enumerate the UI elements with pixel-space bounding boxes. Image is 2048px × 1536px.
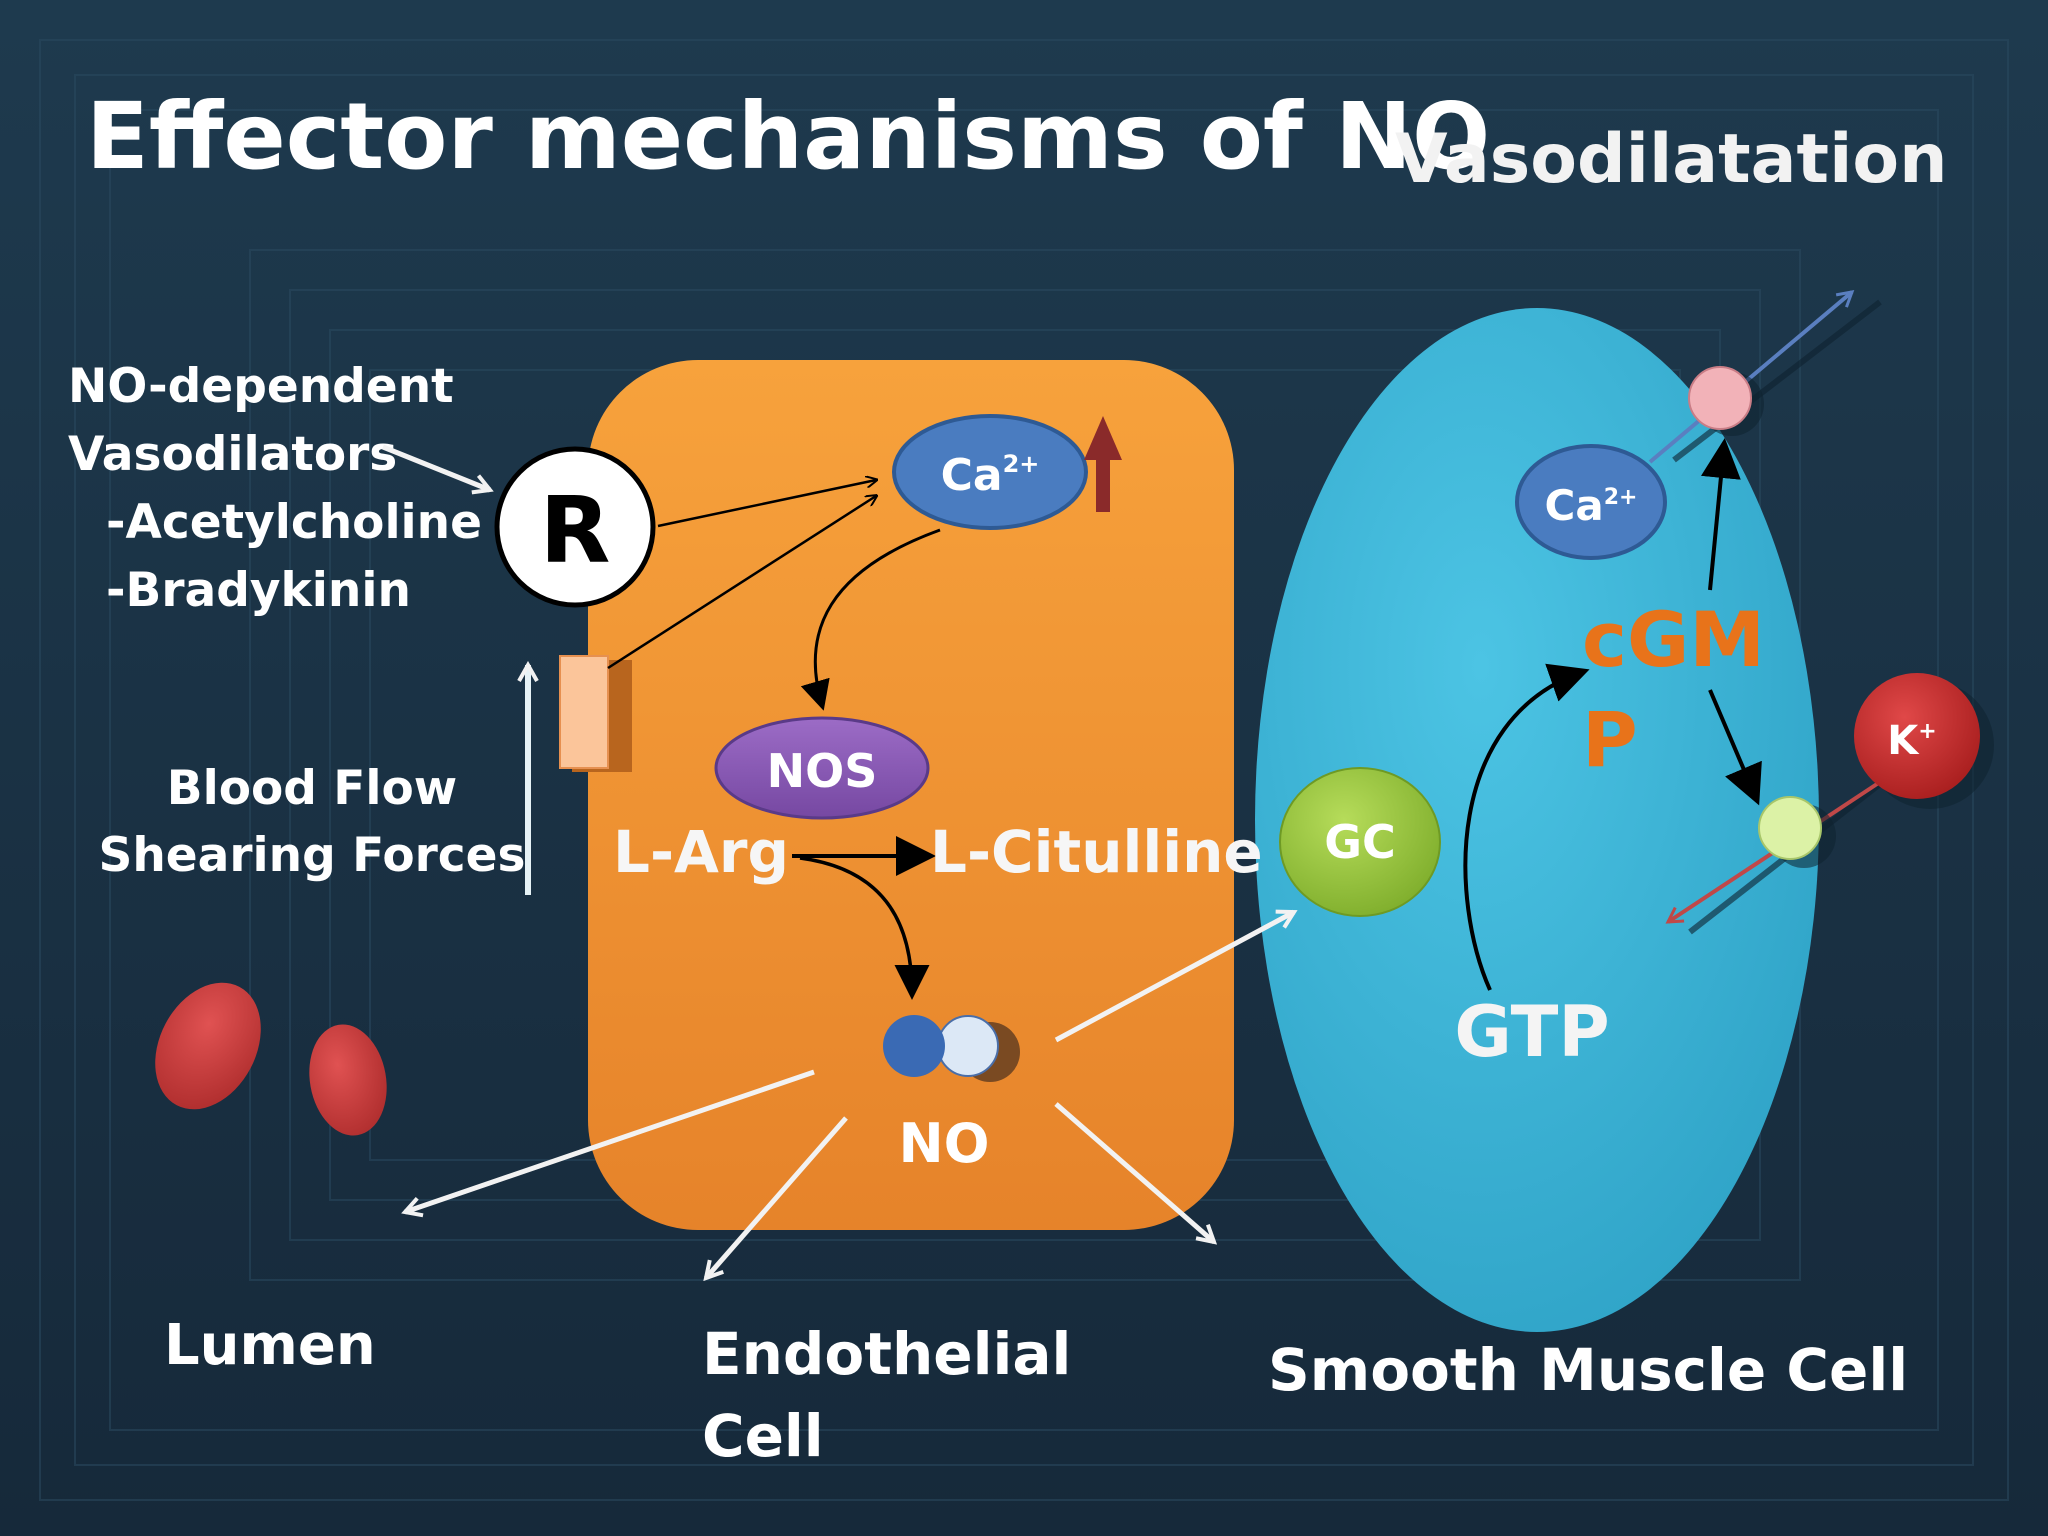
no-molecule-icon (883, 1015, 1020, 1082)
red-blood-cell-2 (309, 1024, 387, 1136)
vasodilator-to-receptor-arrow (382, 444, 490, 490)
smooth-muscle-ca-text: Ca2+ (1545, 481, 1638, 530)
gc-label: GC (1324, 815, 1396, 869)
k-ion (1854, 673, 1980, 799)
vasodilator-acetylcholine: -Acetylcholine (106, 495, 482, 550)
vasodilator-bradykinin: -Bradykinin (106, 563, 411, 618)
endothelial-ca-charge: 2+ (1003, 450, 1040, 478)
k-ion-symbol: K (1887, 718, 1920, 764)
endothelial-ca-text: Ca2+ (941, 450, 1040, 501)
shear-sensor (559, 655, 609, 769)
k-channel (1758, 796, 1822, 860)
smooth-muscle-cell (1255, 308, 1819, 1332)
ca-increase-arrow-icon (1084, 416, 1122, 512)
smooth-muscle-ca-ion (1515, 444, 1667, 560)
ca-efflux-arrow (1648, 290, 1855, 464)
ca-channel (1688, 366, 1752, 430)
ca-to-nos-arrow (800, 528, 941, 711)
nos-label: NOS (767, 744, 878, 798)
receptor-to-ca-arrow (657, 480, 876, 528)
cgmp-line2: P (1582, 695, 1638, 784)
red-blood-cell-1 (155, 982, 261, 1110)
cgmp-to-k-channel-arrow (1708, 689, 1762, 806)
nos-enzyme (714, 716, 930, 820)
ca-efflux-shadow (1672, 299, 1882, 463)
gtp-label: GTP (1454, 991, 1609, 1073)
no-to-endothelial-arrow (706, 1116, 848, 1278)
no-to-lumen-arrow (405, 1069, 815, 1212)
gtp-to-cgmp-arrow (1463, 663, 1590, 991)
smooth-muscle-ca-symbol: Ca (1545, 481, 1604, 530)
page-title: Effector mechanisms of NO (86, 83, 1490, 190)
no-to-smooth-muscle-arrow (1054, 1102, 1214, 1242)
smooth-muscle-ca-charge: 2+ (1604, 485, 1638, 510)
receptor-label: R (540, 477, 611, 584)
blood-flow-line1: Blood Flow (167, 761, 457, 816)
smooth-muscle-cell-label: Smooth Muscle Cell (1268, 1336, 1908, 1404)
endothelial-ca-ion (892, 414, 1088, 530)
k-ion-charge: + (1918, 719, 1936, 744)
lumen-label: Lumen (164, 1313, 376, 1378)
receptor-circle (494, 446, 656, 608)
sensor-to-ca-arrow (607, 496, 876, 670)
l-arg-label: L-Arg (613, 818, 789, 886)
no-to-gc-arrow (1054, 912, 1294, 1043)
blood-flow-line2: Shearing Forces (98, 828, 525, 883)
endothelial-cell-label-line1: Endothelial (702, 1320, 1071, 1388)
l-citulline-label: L-Citulline (930, 818, 1263, 886)
cgmp-line1: cGM (1582, 595, 1765, 684)
k-ion-text: K+ (1887, 718, 1936, 764)
vasodilatation-label: Vasodilatation (1395, 120, 1948, 199)
no-label: NO (898, 1112, 989, 1175)
vasodilators-heading-line1: NO-dependent (68, 359, 454, 414)
endothelial-cell-label-line2: Cell (702, 1402, 824, 1470)
cgmp-to-ca-channel-arrow (1700, 438, 1741, 591)
gc-enzyme (1279, 767, 1441, 917)
l-arg-to-no-arrow (799, 856, 930, 1000)
vasodilators-heading-line2: Vasodilators (68, 427, 397, 482)
endothelial-ca-symbol: Ca (941, 450, 1003, 501)
